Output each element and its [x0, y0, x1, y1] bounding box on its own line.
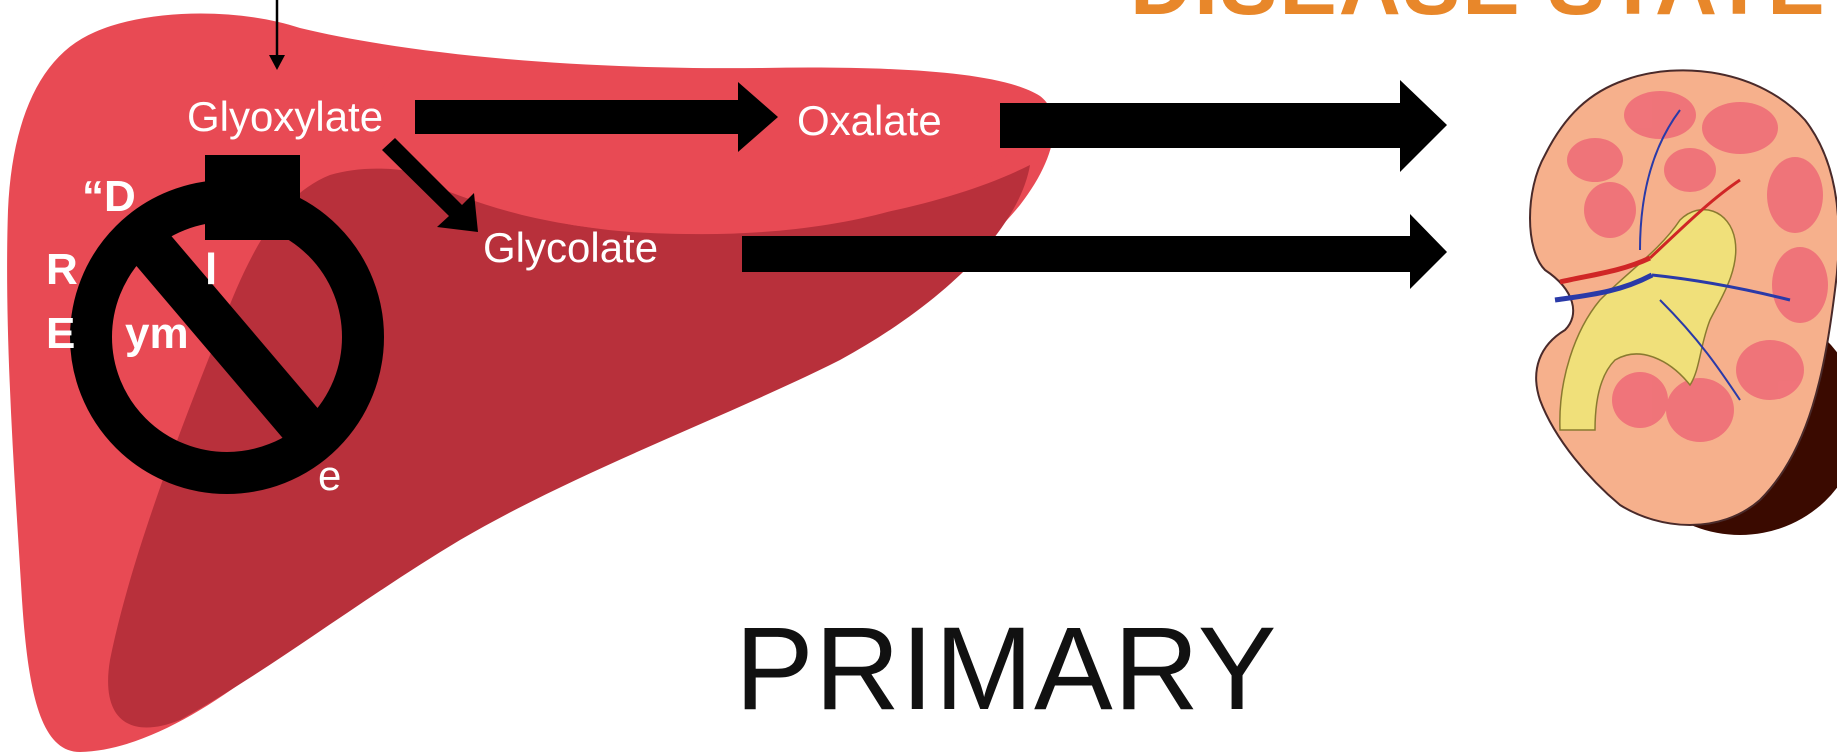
enzyme-label-line3: E	[46, 312, 75, 356]
glyoxylate-label: Glyoxylate	[187, 96, 383, 138]
glycolate-label: Glycolate	[483, 227, 658, 269]
kidney-illustration	[1530, 70, 1837, 535]
enzyme-label-line2b: l	[205, 248, 217, 292]
enzyme-label-line3b: ym	[125, 312, 189, 356]
oxalate-label: Oxalate	[797, 100, 942, 142]
oxalate-to-kidney-arrow-icon	[1000, 80, 1447, 172]
glycine-fragment-label: e	[318, 455, 341, 497]
enzyme-label-line2: R	[46, 248, 78, 292]
primary-title: PRIMARY	[735, 610, 1278, 728]
enzyme-label-line1: “D	[82, 175, 136, 219]
